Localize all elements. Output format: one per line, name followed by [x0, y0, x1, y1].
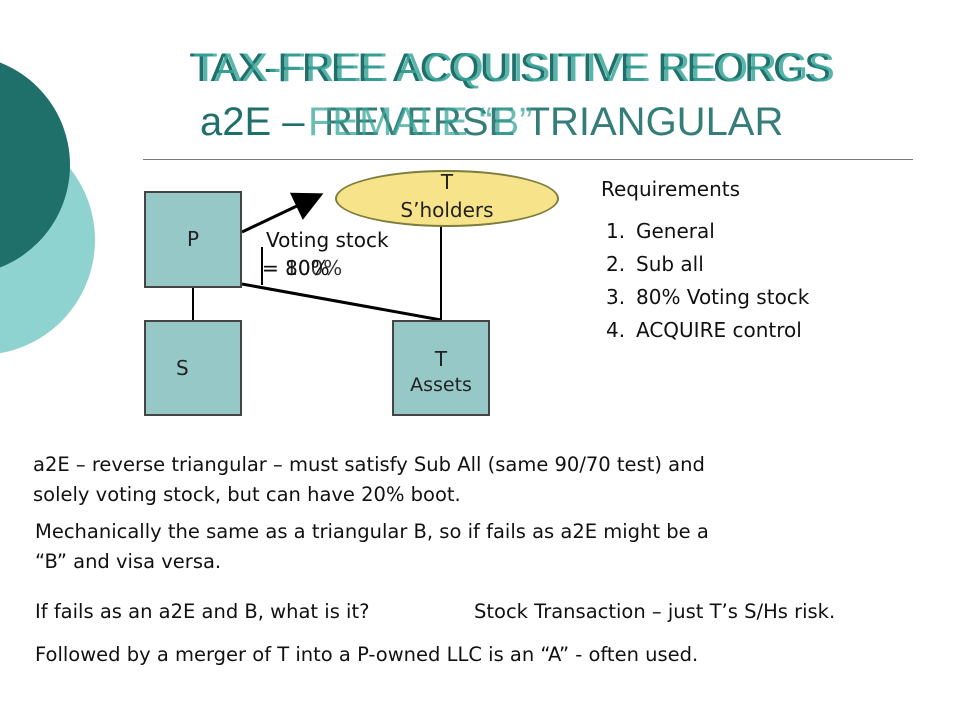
diagram-lines — [192, 192, 442, 322]
t-shareholders-sublabel: S’holders — [400, 198, 494, 222]
t-assets-box: T Assets — [392, 320, 490, 416]
list-item: 3.80% Voting stock — [606, 285, 810, 309]
p-label: P — [186, 227, 200, 251]
list-item: 4.ACQUIRE control — [606, 318, 802, 342]
title-divider — [143, 159, 913, 160]
subtitle-overlay: FEMALE “B” — [308, 100, 533, 144]
t-shareholders-oval: T S’holders — [335, 170, 559, 227]
voting-stock-pct-a: = 80% — [262, 256, 330, 280]
note-paragraph-4: Followed by a merger of T into a P-owned… — [35, 643, 699, 666]
voting-stock-arrow — [241, 192, 324, 234]
p-to-tassets-line — [241, 282, 442, 322]
dark-circle — [0, 62, 70, 268]
p-box: P — [144, 191, 242, 288]
slide-title: TAX-FREE ACQUISITIVE REORGS — [189, 46, 831, 90]
note-paragraph-2: Mechanically the same as a triangular B,… — [35, 520, 709, 573]
voting-stock-pct-b: = 100% — [262, 256, 343, 280]
requirements-heading: Requirements — [601, 177, 741, 201]
note-answer: Stock Transaction – just T’s S/Hs risk. — [474, 600, 836, 623]
subtitle-prefix: a2E – — [200, 100, 305, 144]
subtitle-main: REVERSE TRIANGULAR — [324, 100, 784, 144]
t-assets-label: T — [434, 347, 448, 371]
note-paragraph-1: a2E – reverse triangular – must satisfy … — [33, 453, 705, 506]
decorative-circles — [0, 62, 95, 354]
requirements-list: 1.General 2.Sub all 3.80% Voting stock 4… — [606, 215, 809, 347]
s-label: S — [176, 356, 189, 380]
t-shareholders-label: T — [440, 170, 454, 194]
s-box: S — [144, 320, 242, 416]
voting-stock-label: Voting stock — [266, 228, 389, 252]
list-item: 2.Sub all — [606, 252, 704, 276]
note-question: If fails as an a2E and B, what is it? — [35, 600, 370, 623]
t-assets-sublabel: Assets — [410, 374, 472, 396]
list-item: 1.General — [606, 219, 715, 243]
slide-title-overlay: TAX-FREE ACQUISITIVE REORGS — [193, 46, 835, 90]
